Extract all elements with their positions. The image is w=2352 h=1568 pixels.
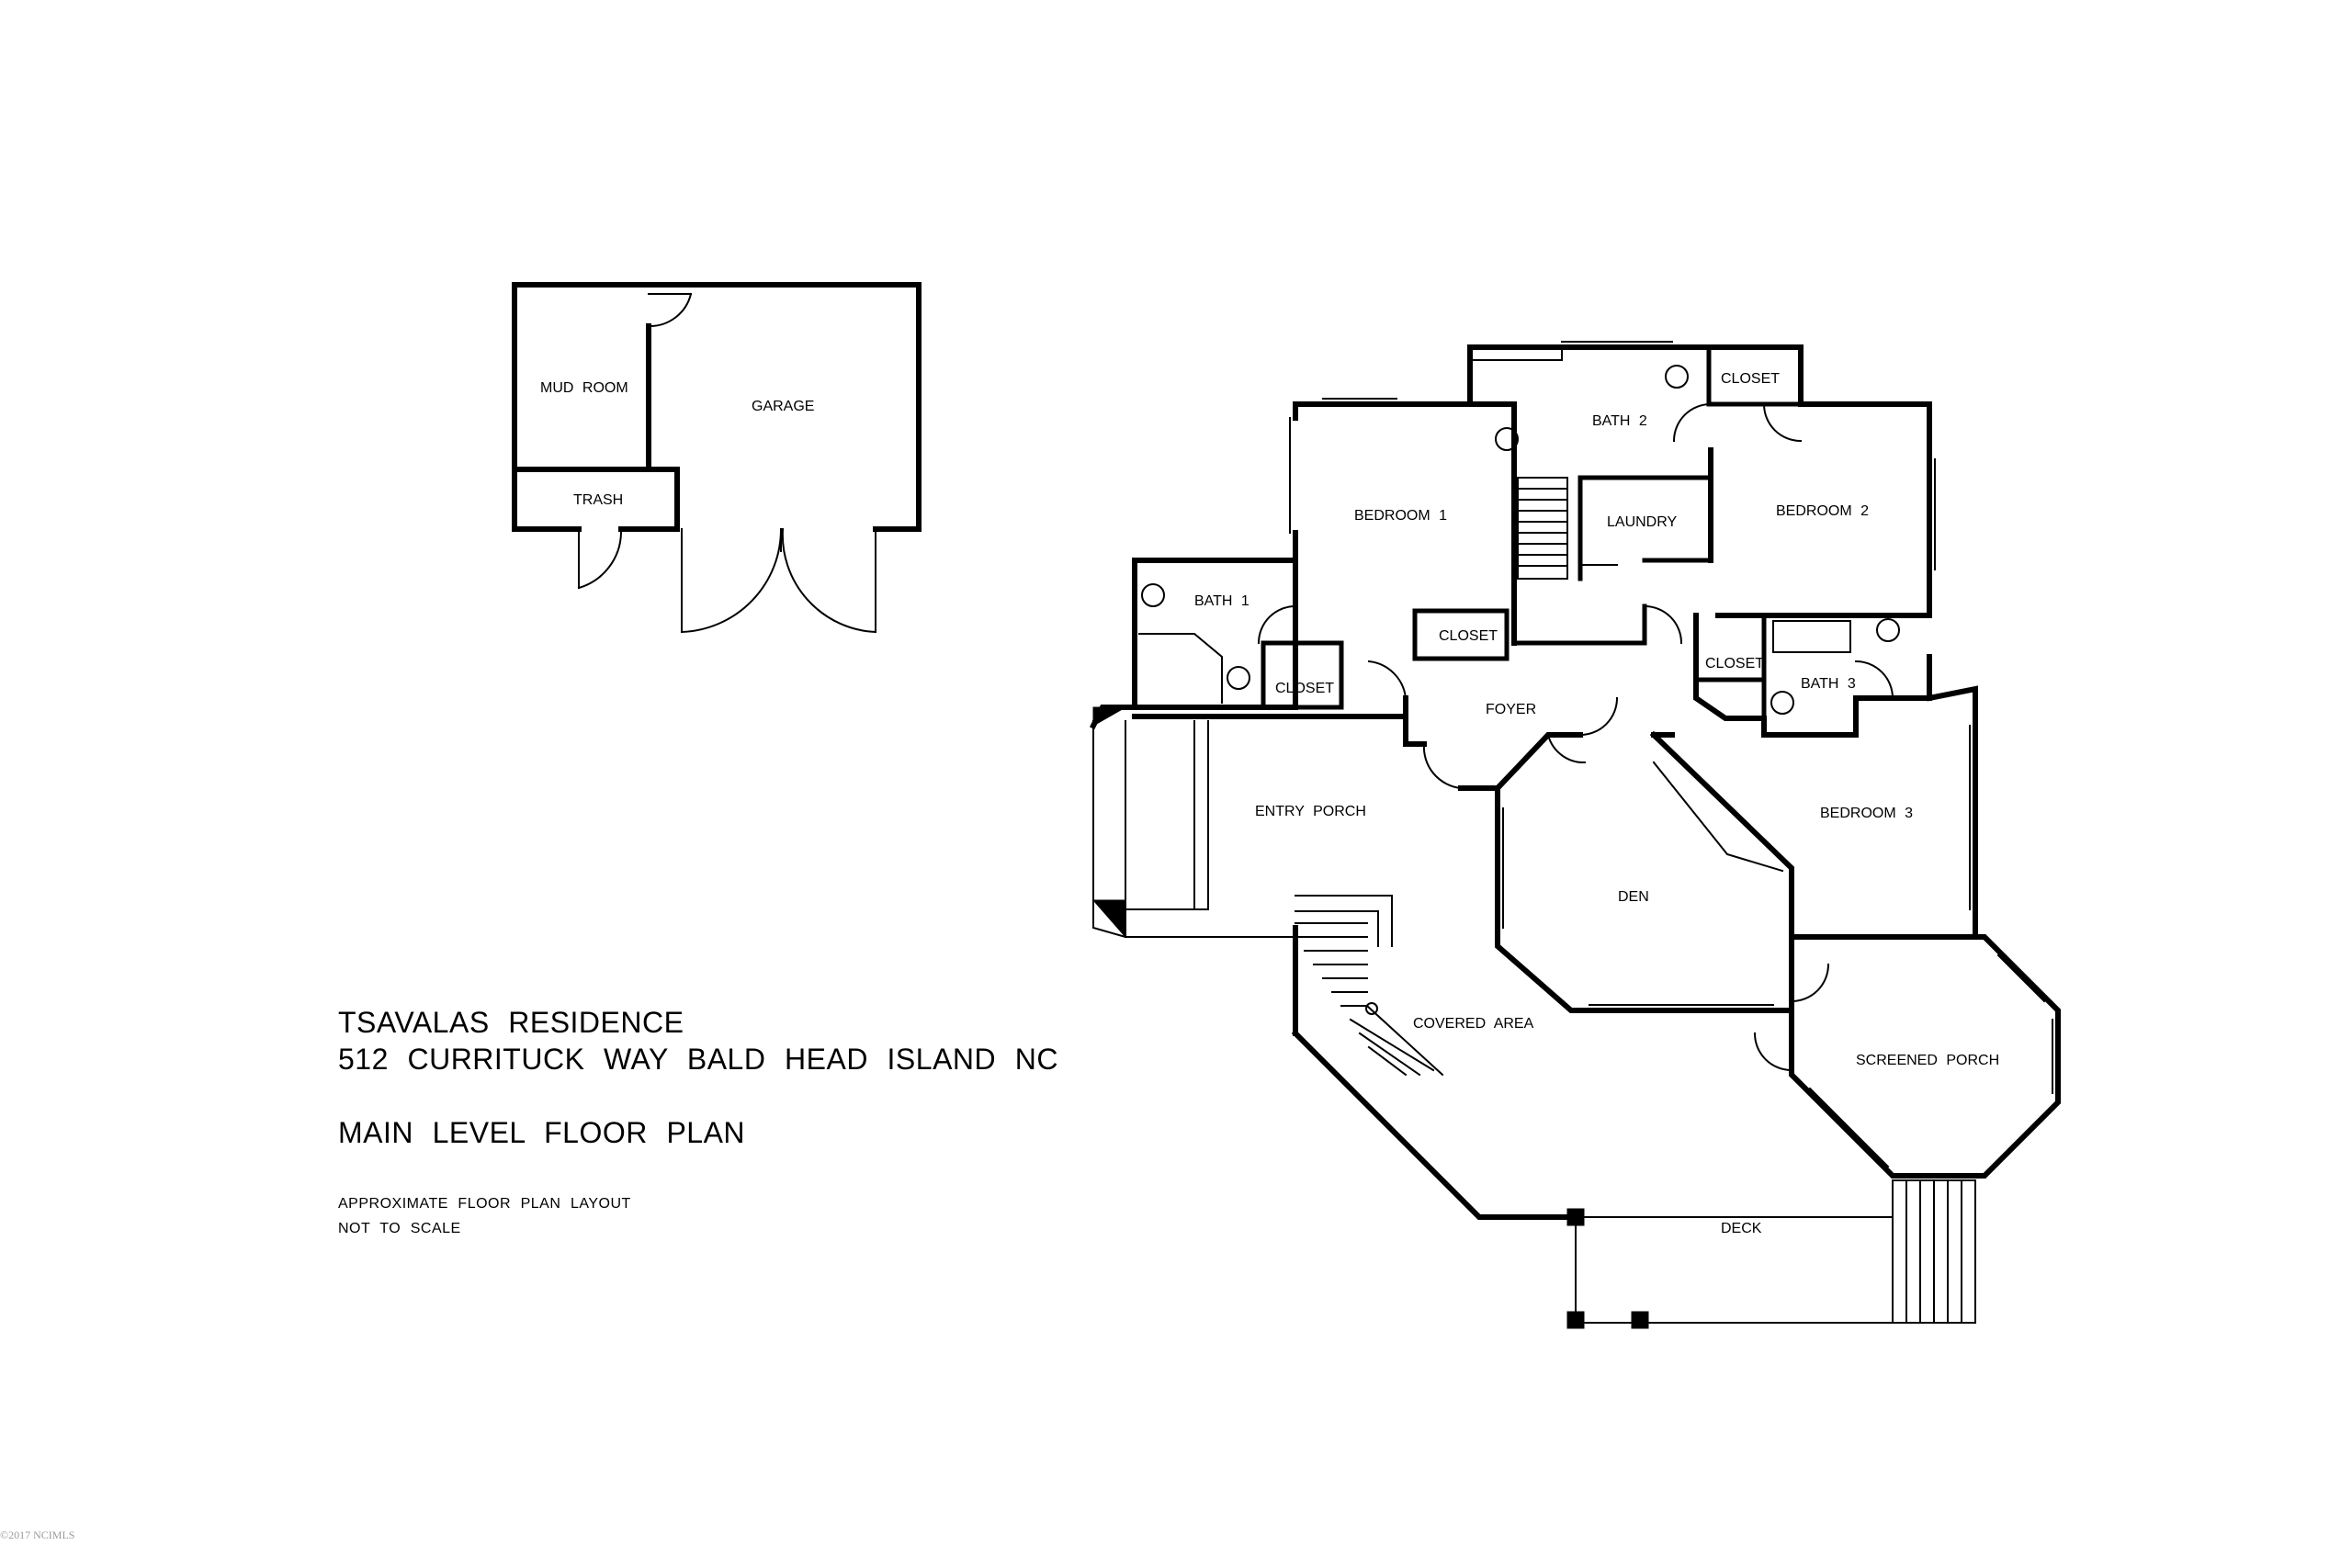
door-swing: [1367, 660, 1408, 700]
wall-bath2-top: [1467, 344, 1804, 407]
deck-post: [1566, 1311, 1585, 1329]
room-label-closet-foyer: CLOSET: [1439, 628, 1498, 644]
wall-foyer-left: [1403, 695, 1427, 747]
room-label-bedroom-2: BEDROOM 2: [1776, 503, 1869, 519]
deck-post: [1631, 1311, 1649, 1329]
sink-fixture: [1876, 618, 1900, 642]
wall-covered-area: [1291, 1029, 1578, 1220]
room-label-bath-1: BATH 1: [1194, 593, 1250, 609]
room-label-screened-porch: SCREENED PORCH: [1856, 1053, 1999, 1068]
garage-door-swing: [781, 527, 877, 634]
room-labels: MUD ROOM GARAGE TRASH BATH 1 CLOSET BEDR…: [540, 371, 1999, 1236]
garage-building: [512, 282, 922, 634]
deck-stairs: [1892, 1179, 1976, 1324]
plan-level-heading: MAIN LEVEL FLOOR PLAN: [338, 1116, 746, 1149]
room-label-bath-2: BATH 2: [1592, 413, 1647, 429]
plan-title: TSAVALAS RESIDENCE: [338, 1006, 684, 1039]
screened-porch-window: [1808, 1087, 1890, 1168]
wall-bath1-inner: [1138, 633, 1223, 704]
sink-fixture: [1665, 365, 1689, 389]
toilet-fixture: [1495, 427, 1519, 451]
wall-foyer-closet: [1412, 608, 1510, 661]
room-label-foyer: FOYER: [1486, 702, 1536, 717]
room-label-deck: DECK: [1721, 1221, 1762, 1236]
door-swing: [1546, 733, 1587, 764]
room-label-bath-3: BATH 3: [1801, 676, 1856, 692]
door-swing: [1753, 1032, 1793, 1072]
exterior-stairs: [1295, 895, 1444, 1077]
garage-door-swing: [680, 527, 783, 634]
screened-porch-window: [1996, 953, 2046, 1003]
deck-rail: [1330, 1068, 1481, 1219]
room-label-mud-room: MUD ROOM: [540, 380, 628, 396]
door-swing: [1643, 604, 1683, 645]
room-label-covered-area: COVERED AREA: [1413, 1016, 1534, 1032]
wall-bedroom1: [1293, 401, 1517, 480]
garage-outer-wall: [646, 282, 922, 532]
entry-porch-rail: [1092, 720, 1296, 938]
room-label-entry-porch: ENTRY PORCH: [1255, 804, 1366, 819]
mudroom-door-swing: [647, 292, 693, 328]
wall-den-fireplace: [1652, 761, 1784, 873]
toilet-fixture: [1770, 691, 1794, 715]
door-swing: [1854, 660, 1894, 700]
door-swing: [1257, 604, 1297, 645]
entry-porch-post: [1092, 706, 1127, 727]
door-swing: [1422, 742, 1463, 790]
garage-outer-wall-left: [512, 282, 651, 532]
room-label-bedroom-1: BEDROOM 1: [1354, 508, 1447, 524]
bathtub: [1772, 620, 1851, 653]
plan-note-scale: NOT TO SCALE: [338, 1221, 461, 1236]
room-label-closet-bath2: CLOSET: [1721, 371, 1780, 387]
interior-stairs: [1517, 477, 1568, 580]
plan-address: 512 CURRITUCK WAY BALD HEAD ISLAND NC: [338, 1043, 1058, 1076]
wall-bedroom3: [1789, 685, 1978, 940]
wall-bath3: [1693, 613, 1932, 738]
copyright-watermark: ©2017 NCIMLS: [0, 1529, 75, 1541]
door-swing: [1672, 402, 1713, 443]
deck-post: [1566, 1208, 1585, 1226]
plan-note-layout: APPROXIMATE FLOOR PLAN LAYOUT: [338, 1196, 631, 1212]
entry-porch-post: [1091, 899, 1126, 939]
toilet-fixture: [1227, 666, 1250, 690]
wall-bedroom2: [1715, 401, 1932, 618]
main-house: [1089, 341, 2061, 1329]
sink-fixture: [1141, 583, 1165, 607]
room-label-garage: GARAGE: [752, 399, 814, 414]
door-swing: [1578, 696, 1619, 737]
room-label-laundry: LAUNDRY: [1607, 514, 1678, 530]
room-label-closet-bath3: CLOSET: [1705, 656, 1764, 671]
room-label-closet-bath1: CLOSET: [1275, 681, 1334, 696]
wall-screened-porch: [1789, 934, 2061, 1179]
room-label-den: DEN: [1618, 889, 1649, 905]
room-label-bedroom-3: BEDROOM 3: [1820, 806, 1913, 821]
door-swing: [1762, 402, 1803, 443]
door-swing: [1790, 963, 1830, 1003]
trash-door-swing: [577, 531, 623, 590]
wall-bedroom3-left: [1649, 730, 1794, 940]
wall-den-top: [1458, 732, 1583, 791]
room-label-trash: TRASH: [573, 492, 623, 508]
